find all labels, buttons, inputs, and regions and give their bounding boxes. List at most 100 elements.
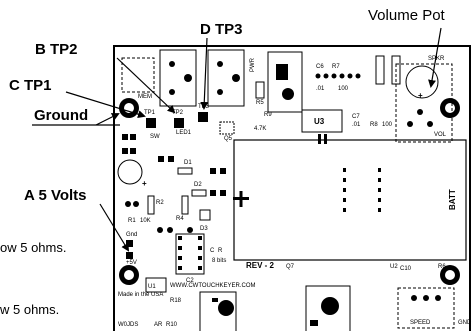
mounting-hole-bottom-left xyxy=(119,265,139,285)
svg-text:R2: R2 xyxy=(156,200,164,206)
arrow-tp1 xyxy=(65,91,146,119)
battery-holder xyxy=(233,139,467,261)
mounting-hole-top-right xyxy=(440,98,460,118)
svg-text:D1: D1 xyxy=(184,160,192,166)
svg-text:R7: R7 xyxy=(332,64,340,70)
testpoint-tp2: TP2 xyxy=(172,110,184,128)
svg-text:TP1: TP1 xyxy=(144,110,156,116)
q7-label: Q7 xyxy=(286,264,295,270)
svg-text:C7: C7 xyxy=(352,114,360,120)
u2-label: U2 xyxy=(390,264,398,270)
svg-text:R8: R8 xyxy=(370,122,378,128)
plus-5v-pad-label: +5V xyxy=(126,260,137,266)
svg-text:R1: R1 xyxy=(128,218,136,224)
callout-b-tp2: B TP2 xyxy=(35,41,78,58)
resistor-r2: R2 xyxy=(147,195,164,215)
svg-text:+: + xyxy=(142,179,147,188)
mounting-hole-bottom-right xyxy=(440,265,460,285)
tp-jack-2 xyxy=(207,49,245,107)
arrow-5v xyxy=(99,203,130,252)
gnd-pad-label: Gnd xyxy=(126,232,137,238)
mem-connector-outline xyxy=(121,57,155,93)
battery-plus-sign xyxy=(233,191,249,207)
pad-gnd xyxy=(126,240,133,247)
battery-pads xyxy=(343,168,381,212)
svg-text:10K: 10K xyxy=(140,218,151,224)
sw-label: SW xyxy=(150,134,160,140)
pads-left-cluster xyxy=(122,134,226,233)
tp-jack-1 xyxy=(159,49,197,107)
bits-label: 8 bits xyxy=(212,258,226,264)
ic-socket-8pin xyxy=(175,233,205,275)
mem-label: MEM xyxy=(138,94,152,100)
r18-label: R18 xyxy=(170,298,182,304)
callout-a-5-volts: A 5 Volts xyxy=(24,187,87,204)
r6-label: R6 xyxy=(438,264,446,270)
resistor-r1: R1 10K xyxy=(128,218,151,224)
svg-text:U3: U3 xyxy=(314,117,325,126)
url-label: WWW.CWTOUCHKEYER.COM xyxy=(170,283,256,289)
c-label: C xyxy=(210,248,215,254)
callout-volume-pot: Volume Pot xyxy=(368,7,445,24)
c2-label: C2 xyxy=(186,278,194,284)
ar-label: AR xyxy=(154,322,163,328)
svg-text:R5: R5 xyxy=(256,100,264,106)
svg-text:D2: D2 xyxy=(194,182,202,188)
note-line-2: w 5 ohms. xyxy=(0,302,60,317)
svg-text:C6: C6 xyxy=(316,64,324,70)
svg-text:.01: .01 xyxy=(352,122,361,128)
svg-text:.01: .01 xyxy=(316,86,325,92)
diode-d3: D3 xyxy=(199,209,211,232)
resistor-r5: R5 xyxy=(255,81,265,106)
c10-label: C10 xyxy=(400,266,412,272)
pwr-label: PWR xyxy=(250,57,256,72)
resistor-r9: R9 4.7K xyxy=(254,112,272,132)
made-in-usa-label: Made in the USA xyxy=(118,292,163,298)
arrow-ground xyxy=(95,113,120,126)
r-label: R xyxy=(218,248,223,254)
note-line-1: ow 5 ohms. xyxy=(0,240,67,255)
testpoint-tp1: TP1 xyxy=(144,110,156,128)
svg-text:GND: GND xyxy=(458,320,472,326)
pad-5v xyxy=(126,252,133,259)
svg-text:VOL: VOL xyxy=(434,132,447,138)
q5-transistor: Q5 xyxy=(219,121,235,142)
callsign-label: W0JDS xyxy=(118,322,138,328)
svg-text:100: 100 xyxy=(382,122,393,128)
callout-d-tp3: D TP3 xyxy=(200,21,243,38)
svg-text:4.7K: 4.7K xyxy=(254,126,266,132)
diode-d1: D1 xyxy=(177,160,193,175)
ic-u1: U1 xyxy=(145,277,167,293)
led1-label: LED1 xyxy=(176,130,192,136)
callout-c-tp1: C TP1 xyxy=(9,77,52,94)
svg-text:+: + xyxy=(418,91,423,100)
diode-d2: D2 xyxy=(191,182,207,197)
speed-pot: SPEED GND xyxy=(397,287,472,329)
svg-text:R4: R4 xyxy=(176,216,184,222)
svg-text:D3: D3 xyxy=(200,226,208,232)
volume-pot: SPKR + VOL xyxy=(395,56,453,143)
mounting-hole-top-left xyxy=(119,98,139,118)
bottom-jack-left xyxy=(199,291,237,331)
arrow-volume-pot xyxy=(428,27,442,88)
arrow-tp3 xyxy=(200,37,209,110)
capacitors-c6-c7: C6 R7 .01 100 xyxy=(315,64,361,92)
svg-text:SPKR: SPKR xyxy=(428,56,445,62)
r10-label: R10 xyxy=(166,322,178,328)
capacitor-symbol-center xyxy=(318,134,327,144)
svg-text:TP2: TP2 xyxy=(172,110,184,116)
svg-text:100: 100 xyxy=(338,86,349,92)
svg-text:R9: R9 xyxy=(264,112,272,118)
ic-u3: U3 xyxy=(301,109,343,133)
capacitor-c1-round: + xyxy=(117,159,147,188)
capacitor-c7: C7 .01 R8 100 xyxy=(352,114,393,128)
callout-ground: Ground xyxy=(34,107,89,124)
svg-text:Q5: Q5 xyxy=(224,136,233,142)
resistor-r4: R4 xyxy=(176,195,189,222)
svg-text:SPEED: SPEED xyxy=(410,320,431,326)
batt-label: BATT xyxy=(448,189,457,210)
arrow-tp2 xyxy=(116,57,176,114)
svg-text:U1: U1 xyxy=(148,284,156,290)
